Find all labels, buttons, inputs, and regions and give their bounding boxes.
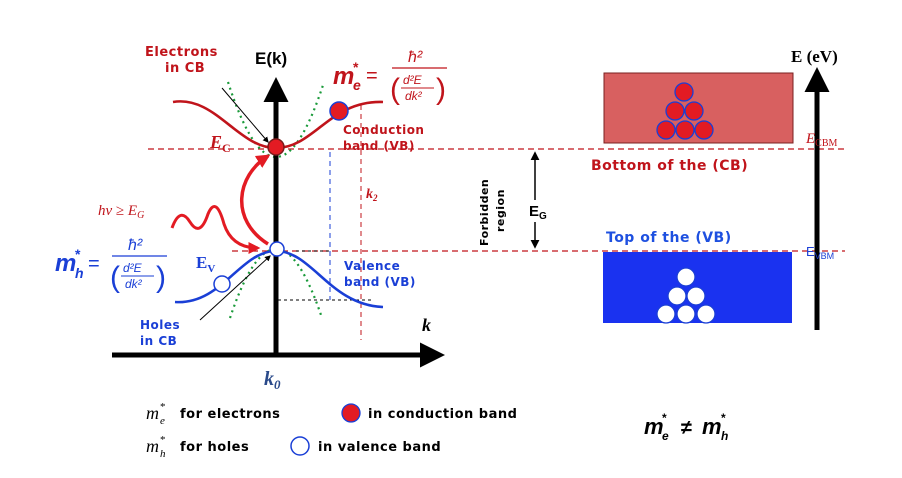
svg-text:e: e xyxy=(353,77,361,93)
svg-text:*: * xyxy=(160,434,166,446)
axis-x-label: k xyxy=(422,315,431,335)
energy-axis-label: E (eV) xyxy=(791,47,838,66)
svg-text:(: ( xyxy=(110,261,120,294)
svg-text:m: m xyxy=(644,414,664,439)
svg-text:): ) xyxy=(156,261,166,294)
legend-row-holes: m * h for holes in valence band xyxy=(146,434,441,460)
svg-text:): ) xyxy=(436,73,446,106)
forbidden-label-line2: region xyxy=(494,189,507,232)
svg-text:m: m xyxy=(146,436,159,456)
svg-text:*: * xyxy=(662,411,667,425)
holes-label-line2: in CB xyxy=(140,334,177,348)
svg-text:in conduction band: in conduction band xyxy=(368,407,517,422)
svg-text:*: * xyxy=(75,246,81,262)
legend-hole-symbol xyxy=(290,436,310,456)
evbm-label: EVBM xyxy=(806,244,834,261)
svg-text:dk²: dk² xyxy=(125,277,143,291)
photon-wave xyxy=(170,205,261,254)
svg-text:for holes: for holes xyxy=(180,440,249,455)
svg-text:=: = xyxy=(366,65,378,87)
svg-text:m: m xyxy=(146,403,159,423)
electrons-pointer xyxy=(221,87,269,143)
electron-on-cb xyxy=(329,101,349,121)
cb-caption: Bottom of the (CB) xyxy=(591,158,748,174)
svg-text:h: h xyxy=(75,265,84,281)
hole-pyramid xyxy=(656,267,716,324)
svg-text:d²E: d²E xyxy=(123,261,143,275)
valence-label-line2: band (VB) xyxy=(344,275,416,289)
svg-text:*: * xyxy=(721,411,726,425)
svg-text:*: * xyxy=(160,401,166,413)
eg-label: EG xyxy=(529,203,547,222)
electron-pyramid xyxy=(656,82,714,140)
mh-formula: m * h = ħ² ( d²E dk² ) xyxy=(55,237,167,294)
me-formula: m * e = ħ² ( d²E dk² ) xyxy=(333,49,447,106)
green-parabola-cb xyxy=(226,81,326,159)
svg-text:h: h xyxy=(160,448,166,460)
svg-text:m: m xyxy=(702,414,722,439)
origin-label: k0 xyxy=(264,368,281,392)
ecbm-label: ECBM xyxy=(805,131,838,149)
svg-text:e: e xyxy=(160,415,165,427)
svg-text:≠: ≠ xyxy=(681,417,692,439)
green-parabola-vb xyxy=(228,248,324,319)
legend-electron-symbol xyxy=(341,403,361,423)
ec-label: EC xyxy=(209,132,231,155)
vb-caption: Top of the (VB) xyxy=(606,230,732,246)
excitation-arrow xyxy=(240,154,271,246)
hole-on-vb xyxy=(213,275,231,293)
axis-y-label: E(k) xyxy=(255,49,287,68)
holes-pointer xyxy=(199,255,271,321)
holes-label-line1: Holes xyxy=(140,318,180,332)
svg-text:ħ²: ħ² xyxy=(128,237,143,254)
photon-label: hν ≥ EG xyxy=(98,203,144,221)
svg-text:*: * xyxy=(353,59,359,75)
svg-text:d²E: d²E xyxy=(403,73,423,87)
svg-text:e: e xyxy=(662,429,669,443)
conduction-label-line2: band (VB) xyxy=(343,139,415,153)
conduction-label-line1: Conduction xyxy=(343,123,424,137)
ev-label: EV xyxy=(196,253,215,275)
svg-text:ħ²: ħ² xyxy=(408,49,423,66)
svg-text:m: m xyxy=(333,63,354,90)
svg-text:(: ( xyxy=(390,73,400,106)
svg-text:m: m xyxy=(55,250,76,277)
svg-text:in valence band: in valence band xyxy=(318,440,441,455)
legend-row-electrons: m * e for electrons in conduction band xyxy=(146,401,517,427)
svg-text:dk²: dk² xyxy=(405,89,423,103)
hole-at-ev xyxy=(269,241,285,257)
k2-label: k2 xyxy=(366,187,378,203)
svg-text:for electrons: for electrons xyxy=(180,407,280,422)
svg-text:h: h xyxy=(721,429,728,443)
electrons-label-line1: Electrons xyxy=(145,45,218,60)
forbidden-label-line1: Forbidden xyxy=(478,179,491,246)
electron-at-ec xyxy=(267,138,285,156)
electrons-label-line2: in CB xyxy=(165,61,205,76)
valence-label-line1: Valence xyxy=(344,259,400,273)
svg-text:=: = xyxy=(88,253,100,275)
mass-relation: m * e ≠ m * h xyxy=(644,411,728,443)
